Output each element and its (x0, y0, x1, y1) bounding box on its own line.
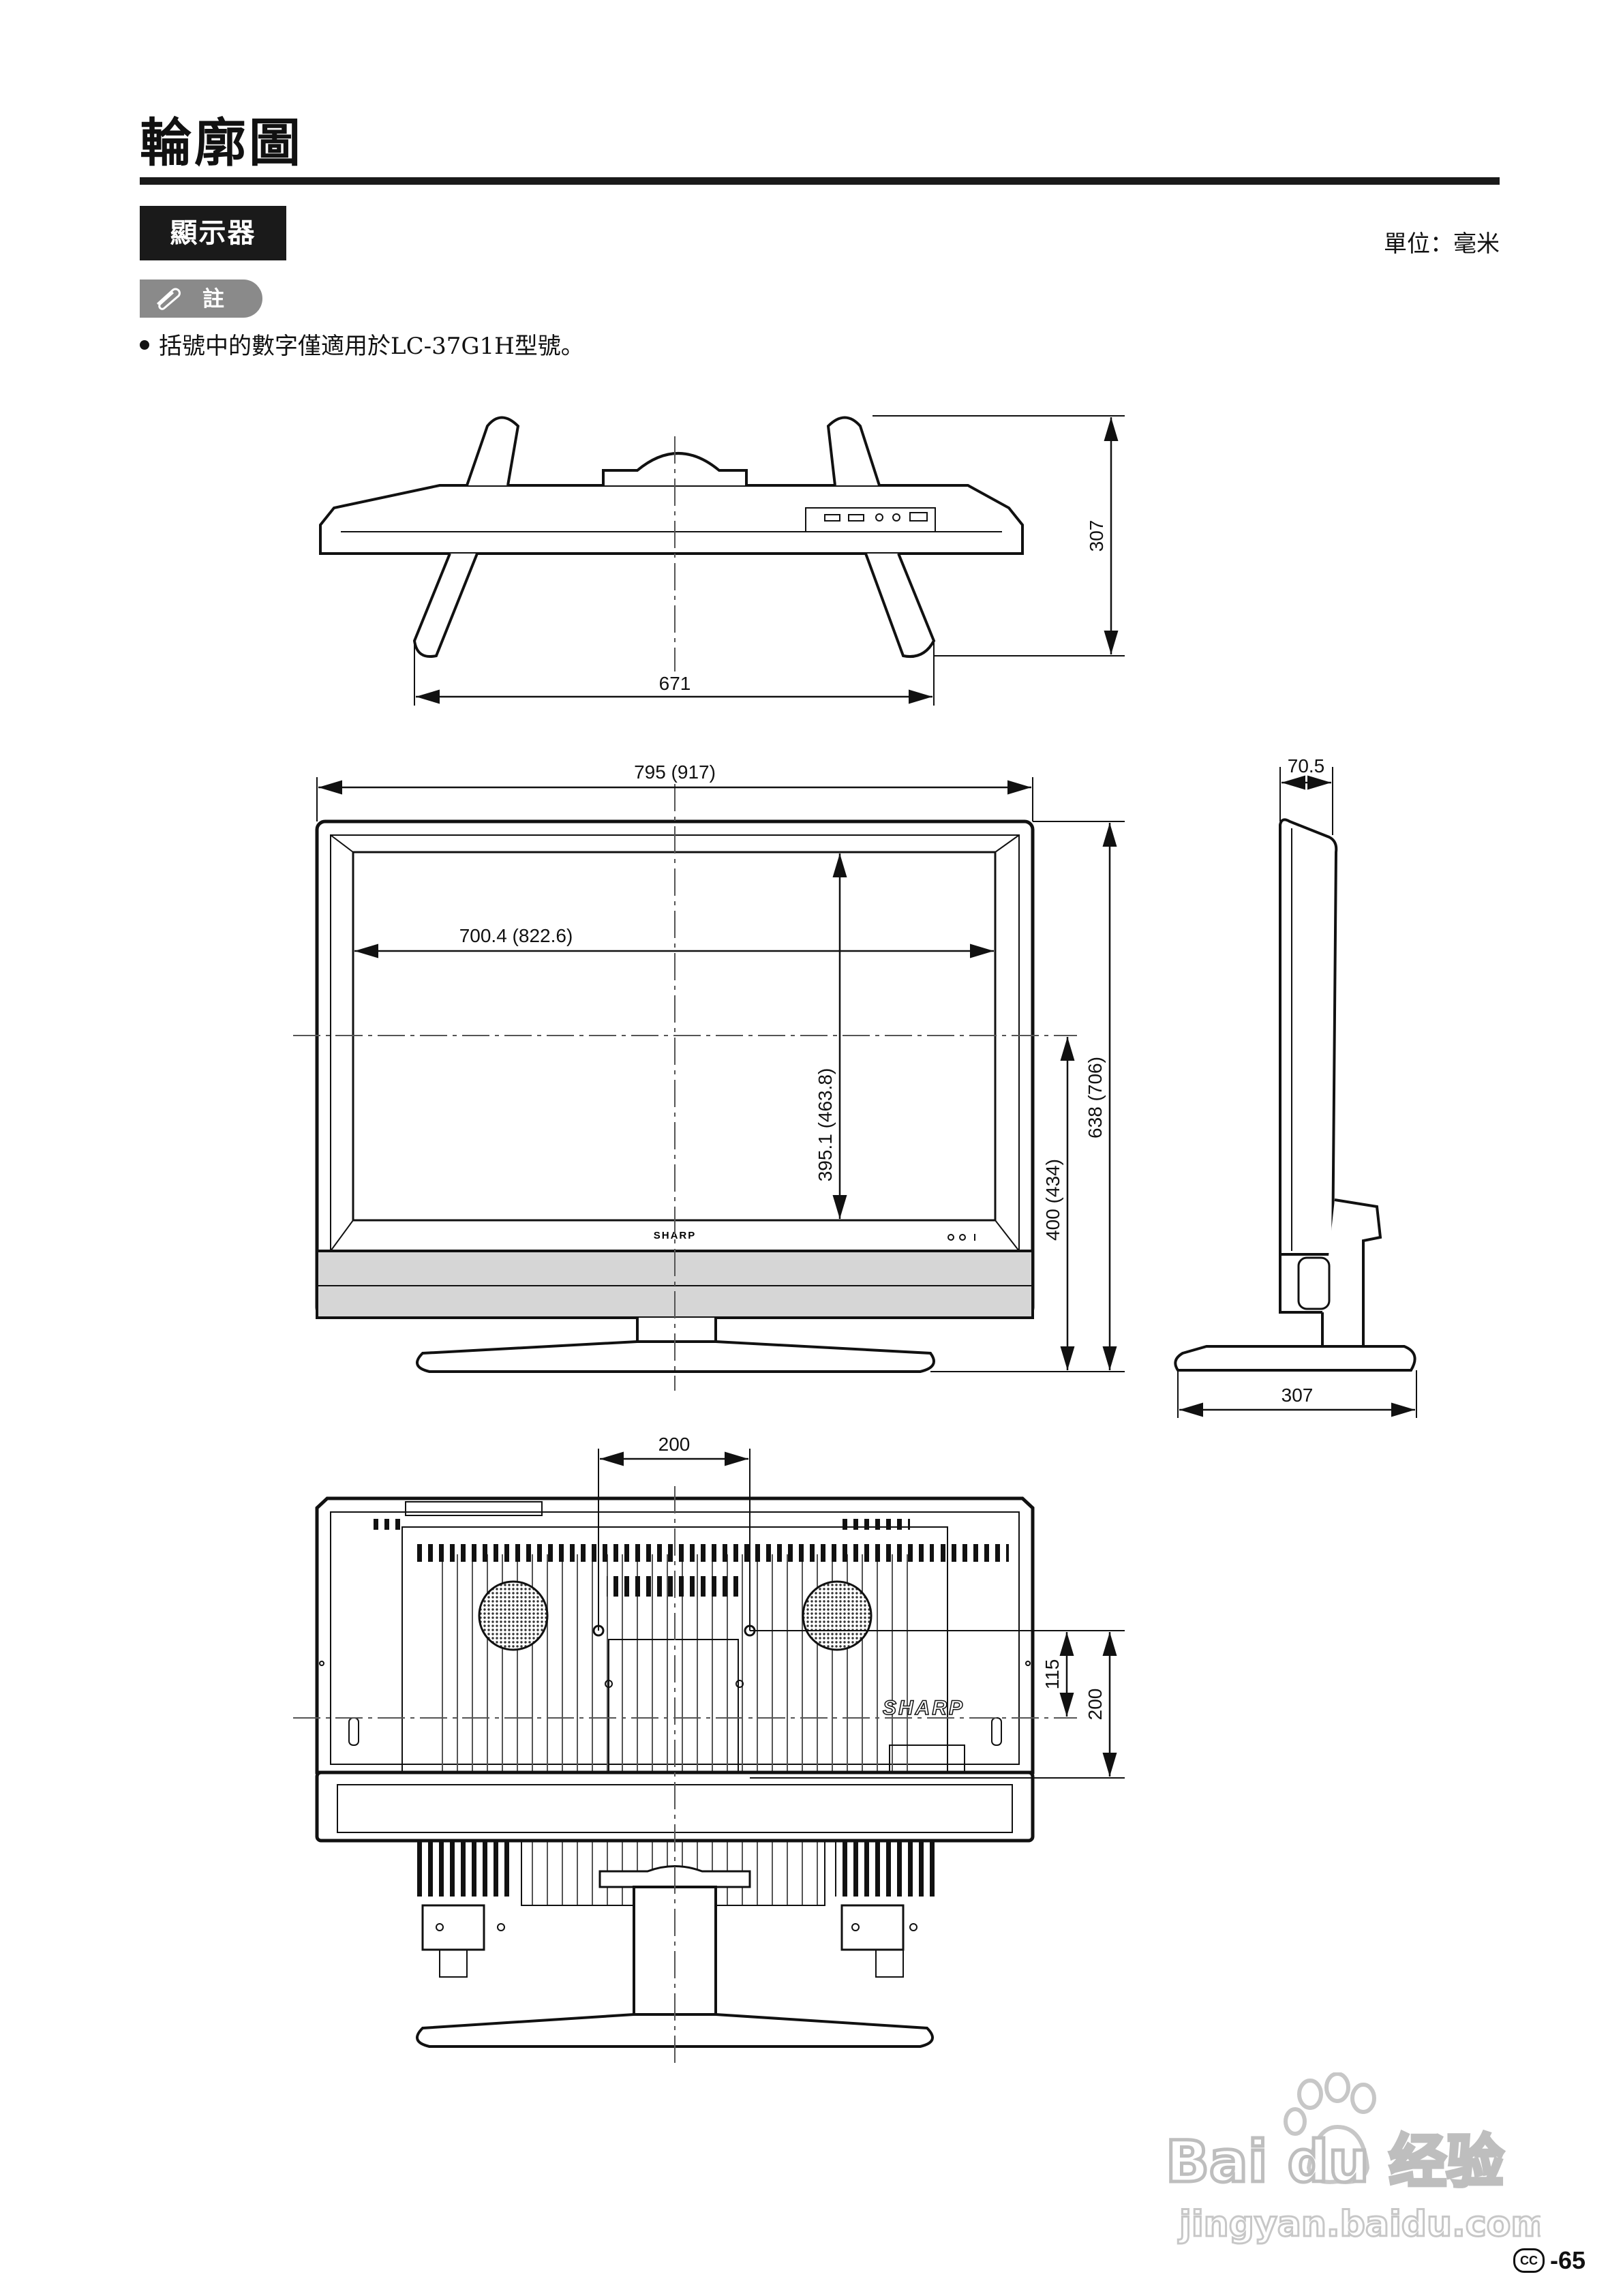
dim-side-stand-depth-label: 307 (1281, 1385, 1314, 1406)
page-number: -65 (1549, 2246, 1586, 2274)
baidu-watermark: Bai du 经验 jingyan.baidu.com (1159, 2072, 1549, 2250)
paw-icon (1284, 2072, 1376, 2184)
title-rule (140, 177, 1500, 185)
dim-screen-height-label: 395.1 (463.8) (815, 1068, 836, 1182)
dim-side-depth-label: 70.5 (1288, 755, 1325, 776)
dim-total-height-label: 638 (706) (1084, 1057, 1106, 1138)
dim-side-depth: 70.5 (1279, 755, 1333, 835)
bullet-icon (140, 340, 149, 350)
dim-top-depth-label: 307 (1086, 520, 1107, 552)
dim-screen-height: 395.1 (463.8) (815, 854, 847, 1219)
dim-top-depth: 307 (873, 415, 1125, 656)
top-view (319, 416, 1024, 658)
note-badge: 註 (140, 280, 262, 318)
dim-center-height-label: 400 (434) (1042, 1159, 1063, 1241)
dim-screen-width-label: 700.4 (822.6) (459, 925, 573, 946)
brand-back: SHARP (883, 1697, 965, 1719)
dim-vesa-height-label: 200 (1084, 1689, 1106, 1721)
dim-top-stand-width: 671 (414, 641, 935, 706)
dim-vesa-offset: 115 (750, 1630, 1125, 1779)
cc-mark: CC (1513, 2248, 1545, 2273)
dim-center-height: 400 (434) (930, 821, 1125, 1372)
dim-side-stand-depth: 307 (1177, 1370, 1417, 1418)
dim-vesa-width-label: 200 (658, 1434, 691, 1455)
unit-label: 單位：毫米 (1384, 230, 1500, 258)
dim-vesa-offset-label: 115 (1042, 1659, 1063, 1690)
back-view (315, 1496, 1035, 2048)
dim-front-width: 795 (917) (316, 761, 1033, 821)
dim-front-width-label: 795 (917) (634, 761, 716, 783)
dim-top-stand-width-label: 671 (659, 673, 691, 694)
note-text: 括號中的數字僅適用於LC-37G1H型號。 (140, 327, 584, 361)
watermark-url: jingyan.baidu.com (1178, 2204, 1541, 2245)
dim-vesa-height: 200 (1084, 1632, 1117, 1777)
dim-screen-width: 700.4 (822.6) (354, 925, 994, 958)
note-label: 註 (202, 286, 225, 312)
page-footer: CC -65 (1513, 2246, 1586, 2275)
page-title: 輪廓圖 (140, 112, 303, 173)
brand-front: SHARP (654, 1230, 697, 1241)
note-text-content: 括號中的數字僅適用於LC-37G1H型號。 (159, 333, 584, 360)
paperclip-icon (156, 288, 181, 310)
side-view (1174, 818, 1416, 1372)
watermark-logo: Bai du 经验 (1166, 2128, 1504, 2195)
section-tab: 顯示器 (140, 206, 286, 260)
dim-vesa-width: 200 (598, 1434, 750, 1631)
dim-total-height: 638 (706) (1084, 823, 1117, 1370)
